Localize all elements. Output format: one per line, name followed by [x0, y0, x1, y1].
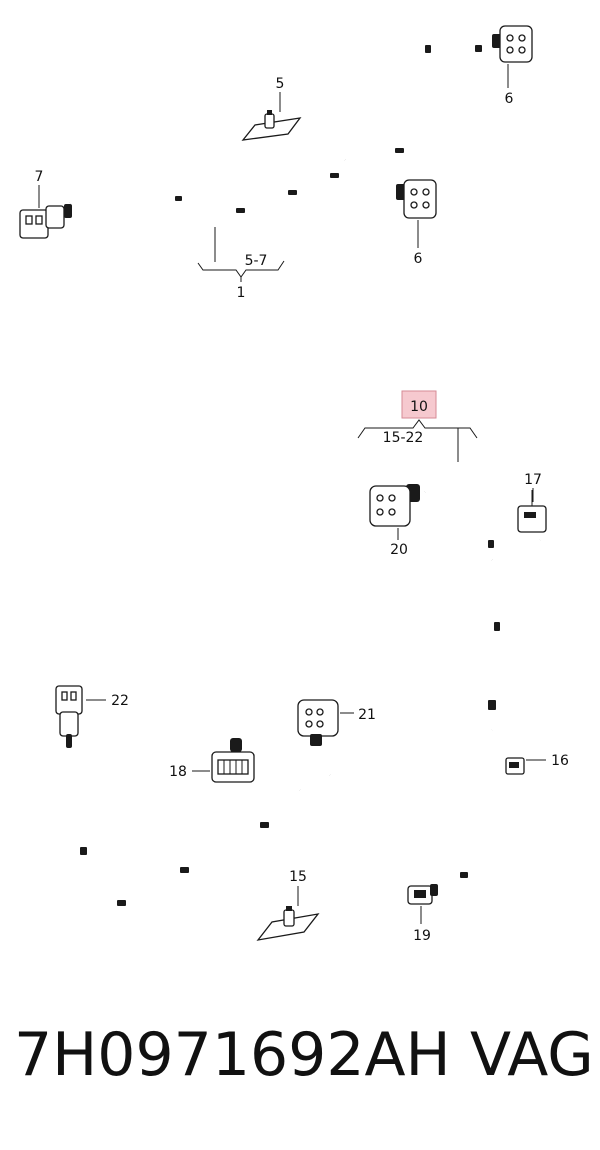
callout-18: 18	[169, 764, 187, 780]
connector-7	[19, 204, 72, 239]
bracket-10	[357, 390, 478, 462]
clip-15	[256, 906, 320, 941]
connector-6-top	[492, 25, 533, 63]
callout-5: 5	[276, 76, 285, 92]
brand-name: VAG	[470, 1020, 594, 1090]
connector-21	[297, 699, 339, 746]
callout-19: 19	[413, 928, 431, 944]
connector-16	[505, 757, 525, 775]
wiring-harness-diagram: 5 7 6 6 5-7 1	[19, 9, 569, 944]
callout-15-22: 15-22	[383, 430, 424, 446]
callout-21: 21	[358, 707, 376, 723]
connector-17	[517, 490, 547, 533]
connector-19	[407, 884, 438, 905]
lower-harness	[72, 473, 543, 910]
callout-1: 1	[237, 285, 246, 301]
part-number: 7H0971692AH	[14, 1020, 451, 1090]
callout-10-highlight	[401, 390, 437, 419]
callout-22: 22	[111, 693, 129, 709]
leader-lines-upper	[38, 64, 509, 282]
footer: 7H0971692AH VAG	[0, 1020, 600, 1130]
connector-20	[369, 484, 420, 527]
connector-22	[55, 685, 83, 748]
clip-5	[241, 110, 302, 141]
upper-harness	[68, 9, 502, 213]
callout-15: 15	[289, 869, 307, 885]
callout-16: 16	[551, 753, 569, 769]
callout-20: 20	[390, 542, 408, 558]
callout-5-7: 5-7	[245, 253, 268, 269]
leader-lines-lower	[86, 488, 546, 924]
connector-18	[211, 738, 255, 783]
callout-6-middle: 6	[414, 251, 423, 267]
callout-17: 17	[524, 472, 542, 488]
connector-6-middle	[396, 179, 437, 219]
callout-7: 7	[35, 169, 44, 185]
callout-10: 10	[410, 399, 428, 415]
callout-6-top: 6	[505, 91, 514, 107]
